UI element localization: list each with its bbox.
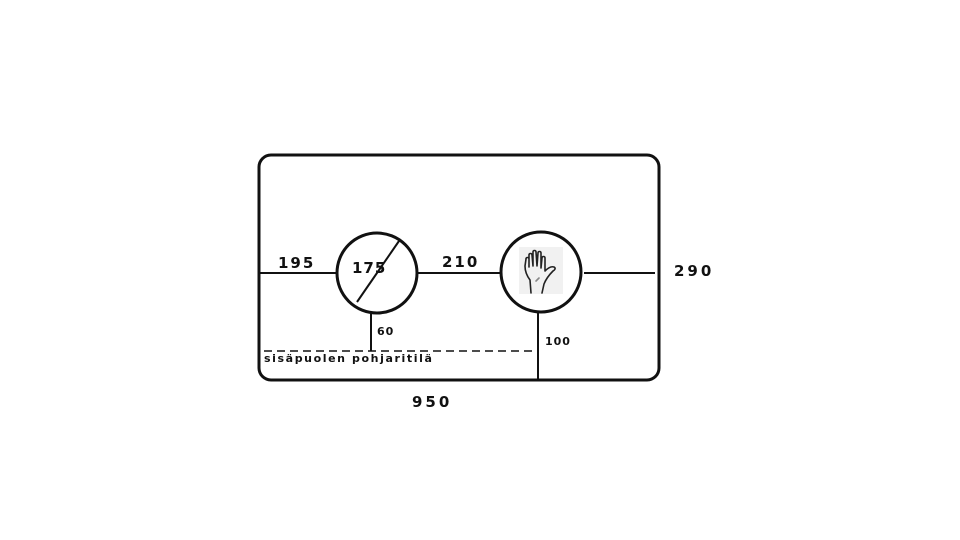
left-distance-label: 195 — [278, 254, 316, 272]
drain-bottom-distance-label: 60 — [377, 325, 395, 338]
inner-floor-label: sisäpuolen pohjaritilä — [264, 352, 434, 365]
hand-icon — [519, 247, 563, 294]
height-label: 290 — [674, 262, 715, 280]
diameter-slash — [356, 240, 400, 303]
width-label: 950 — [412, 393, 453, 411]
outer-frame — [257, 153, 661, 382]
middle-distance-label: 210 — [442, 253, 480, 271]
drain-diameter-label: 175 — [352, 259, 387, 277]
control-bottom-distance-label: 100 — [545, 335, 571, 348]
